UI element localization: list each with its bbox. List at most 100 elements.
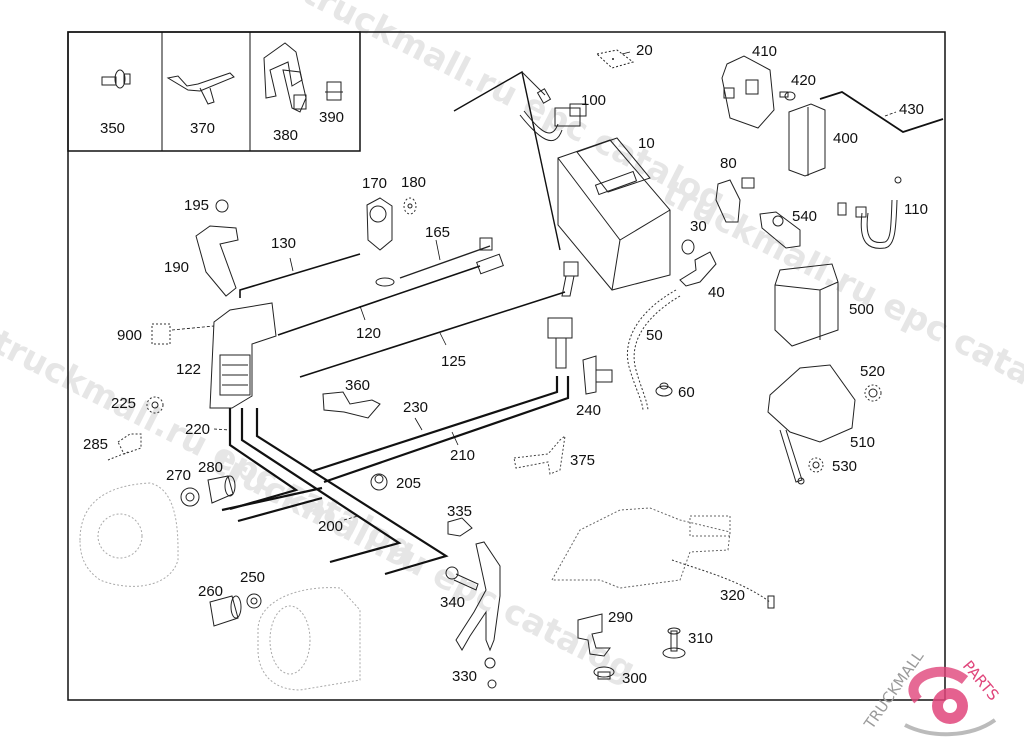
part-200-harness[interactable]	[221, 376, 570, 576]
part-290-bracket[interactable]	[577, 613, 611, 657]
label-230: 230	[403, 399, 428, 416]
part-terminal-clamp[interactable]	[561, 261, 579, 297]
label-122: 122	[176, 361, 201, 378]
part-60-grommet[interactable]	[655, 382, 673, 397]
label-120: 120	[356, 325, 381, 342]
label-220: 220	[185, 421, 210, 438]
label-400: 400	[833, 130, 858, 147]
part-375-bracket[interactable]	[513, 434, 566, 475]
part-420-screw[interactable]	[779, 91, 796, 101]
part-430-cable[interactable]	[819, 91, 944, 133]
label-190: 190	[164, 259, 189, 276]
part-50-hose[interactable]	[626, 289, 681, 411]
part-285-bracket[interactable]	[107, 433, 142, 461]
part-310-plug[interactable]	[662, 627, 686, 659]
part-390-clip[interactable]	[325, 81, 343, 101]
part-350-bolt[interactable]	[101, 69, 131, 89]
part-205-nut[interactable]	[370, 473, 388, 491]
label-530: 530	[832, 458, 857, 475]
label-370: 370	[190, 120, 215, 137]
label-125: 125	[441, 353, 466, 370]
part-120-cable[interactable]	[277, 253, 504, 336]
truckmall-parts-logo: TRUCKMALL PARTS	[860, 647, 1003, 737]
inset-box: 350 370 380 390	[67, 31, 361, 152]
label-10: 10	[638, 135, 655, 152]
label-20: 20	[636, 42, 653, 59]
label-540: 540	[792, 208, 817, 225]
label-260: 260	[198, 583, 223, 600]
label-510: 510	[850, 434, 875, 451]
part-500-aux-battery[interactable]	[774, 263, 839, 347]
part-180-washer[interactable]	[403, 197, 417, 215]
label-300: 300	[622, 670, 647, 687]
part-40-elbow[interactable]	[679, 251, 717, 287]
label-500: 500	[849, 301, 874, 318]
part-100-terminal[interactable]	[453, 70, 587, 251]
label-250: 250	[240, 569, 265, 586]
label-285: 285	[83, 436, 108, 453]
part-relay-terminal[interactable]	[547, 317, 573, 369]
starter-outline	[257, 587, 361, 691]
label-520: 520	[860, 363, 885, 380]
label-60: 60	[678, 384, 695, 401]
part-270-nut[interactable]	[180, 487, 200, 507]
label-130: 130	[271, 235, 296, 252]
label-210: 210	[450, 447, 475, 464]
part-320-cable[interactable]	[671, 559, 775, 609]
label-100: 100	[581, 92, 606, 109]
part-380-bracket[interactable]	[263, 42, 307, 113]
label-380: 380	[273, 127, 298, 144]
part-400-box[interactable]	[788, 103, 826, 177]
alternator-outline	[79, 482, 179, 587]
part-122-distributor[interactable]	[209, 302, 277, 409]
label-80: 80	[720, 155, 737, 172]
label-330: 330	[452, 668, 477, 685]
part-250-nut[interactable]	[246, 593, 262, 609]
label-205: 205	[396, 475, 421, 492]
label-360: 360	[345, 377, 370, 394]
part-260-cap[interactable]	[209, 595, 242, 627]
label-350: 350	[100, 120, 125, 137]
part-410-fuse-box[interactable]	[721, 55, 775, 129]
part-280-cap[interactable]	[207, 475, 236, 504]
part-190-cover[interactable]	[195, 225, 239, 297]
part-165-cable[interactable]	[375, 237, 493, 287]
part-30-cap[interactable]	[681, 239, 695, 255]
part-20-pad[interactable]	[595, 49, 635, 69]
engine-block-outline	[551, 507, 731, 589]
part-125-cable[interactable]	[299, 291, 566, 378]
part-240-holder[interactable]	[582, 355, 613, 395]
diagram-frame	[67, 31, 946, 701]
label-410: 410	[752, 43, 777, 60]
label-390: 390	[319, 109, 344, 126]
part-900-connector[interactable]	[151, 323, 171, 345]
part-130-cable[interactable]	[239, 253, 361, 298]
part-225-nut[interactable]	[146, 396, 164, 414]
label-170: 170	[362, 175, 387, 192]
part-195-clip[interactable]	[215, 199, 229, 213]
part-510-tray[interactable]	[767, 364, 856, 485]
part-520-nut[interactable]	[864, 384, 882, 402]
part-530-nut[interactable]	[808, 457, 824, 473]
part-170-switch[interactable]	[366, 197, 393, 251]
label-320: 320	[720, 587, 745, 604]
label-280: 280	[198, 459, 223, 476]
label-420: 420	[791, 72, 816, 89]
label-240: 240	[576, 402, 601, 419]
part-110-ground-cable[interactable]	[837, 176, 902, 249]
part-340-bolt[interactable]	[445, 566, 479, 591]
part-335-clip[interactable]	[447, 517, 473, 537]
label-375: 375	[570, 452, 595, 469]
part-360-bracket[interactable]	[322, 391, 381, 419]
label-430: 430	[899, 101, 924, 118]
label-310: 310	[688, 630, 713, 647]
part-300-grommet[interactable]	[593, 666, 615, 680]
label-335: 335	[447, 503, 472, 520]
part-370-bracket[interactable]	[166, 72, 235, 105]
part-330-bracket[interactable]	[455, 541, 501, 689]
part-80-clamp[interactable]	[715, 177, 755, 223]
label-165: 165	[425, 224, 450, 241]
part-540-cover[interactable]	[759, 211, 801, 249]
part-10-battery[interactable]	[557, 137, 671, 291]
